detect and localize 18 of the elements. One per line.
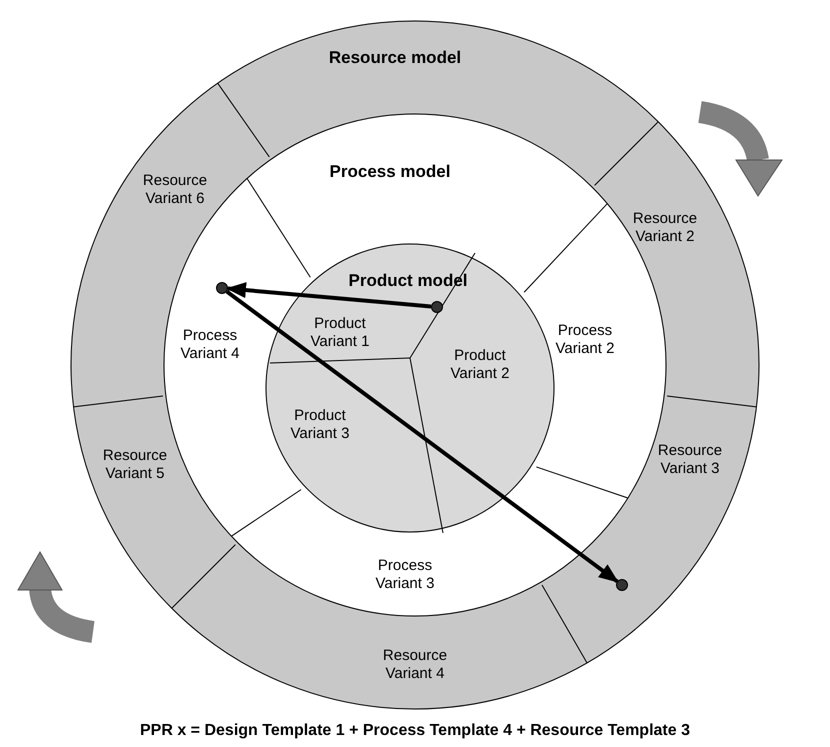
caption: PPR x = Design Template 1 + Process Template 4 + Resource Template 3 (138, 722, 691, 740)
segment-label: Resource Variant 3 (635, 442, 745, 478)
segment-label: Resource Variant 6 (120, 172, 230, 208)
segment-label: Product Variant 2 (435, 347, 525, 383)
arrow (226, 282, 432, 308)
arrow (226, 290, 619, 584)
segment-label: Product Variant 1 (295, 315, 385, 351)
ring-title: Process model (330, 162, 450, 182)
segment-label: Resource Variant 4 (360, 647, 470, 683)
ring-title: Resource model (328, 48, 462, 68)
segment-label: Process Variant 4 (160, 327, 260, 363)
segment-label: Resource Variant 5 (80, 447, 190, 483)
product-circle (265, 243, 555, 533)
segment-label: Product Variant 3 (275, 407, 365, 443)
segment-label: Process Variant 2 (535, 322, 635, 358)
segment-label: Process Variant 3 (355, 557, 455, 593)
resource-ring (70, 20, 760, 710)
segment-label: Resource Variant 2 (610, 210, 720, 246)
